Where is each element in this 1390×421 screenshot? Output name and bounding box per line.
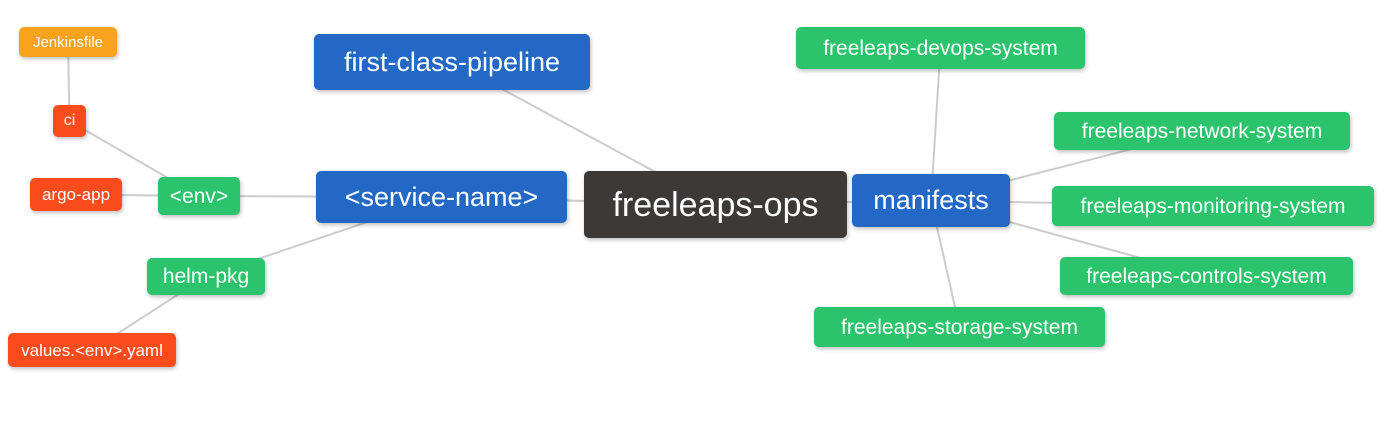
node-label-controls-system: freeleaps-controls-system: [1086, 264, 1327, 288]
node-label-monitoring-system: freeleaps-monitoring-system: [1080, 194, 1346, 218]
node-label-ci: ci: [63, 112, 76, 129]
node-freeleaps-ops[interactable]: freeleaps-ops: [584, 171, 847, 238]
node-argo-app[interactable]: argo-app: [30, 178, 122, 211]
node-label-service-name: <service-name>: [344, 181, 539, 212]
node-first-class-pipeline[interactable]: first-class-pipeline: [314, 34, 590, 90]
node-env[interactable]: <env>: [158, 177, 240, 215]
node-devops-system[interactable]: freeleaps-devops-system: [796, 27, 1085, 69]
node-jenkinsfile[interactable]: Jenkinsfile: [19, 27, 117, 57]
node-label-helm-pkg: helm-pkg: [162, 265, 250, 288]
node-label-argo-app: argo-app: [41, 185, 111, 204]
node-label-storage-system: freeleaps-storage-system: [841, 315, 1078, 339]
node-manifests[interactable]: manifests: [852, 174, 1010, 227]
node-label-freeleaps-ops: freeleaps-ops: [612, 185, 819, 224]
node-network-system[interactable]: freeleaps-network-system: [1054, 112, 1350, 150]
node-label-values-yaml: values.<env>.yaml: [21, 340, 163, 360]
node-label-network-system: freeleaps-network-system: [1081, 119, 1323, 143]
node-label-manifests: manifests: [873, 185, 989, 215]
node-service-name[interactable]: <service-name>: [316, 171, 567, 223]
node-label-first-class-pipeline: first-class-pipeline: [343, 46, 561, 77]
node-ci[interactable]: ci: [53, 105, 86, 137]
node-label-env: <env>: [169, 184, 229, 208]
node-controls-system[interactable]: freeleaps-controls-system: [1060, 257, 1353, 295]
node-label-devops-system: freeleaps-devops-system: [823, 36, 1058, 60]
node-values-yaml[interactable]: values.<env>.yaml: [8, 333, 176, 367]
node-storage-system[interactable]: freeleaps-storage-system: [814, 307, 1105, 347]
node-monitoring-system[interactable]: freeleaps-monitoring-system: [1052, 186, 1374, 226]
node-label-jenkinsfile: Jenkinsfile: [32, 33, 104, 51]
node-helm-pkg[interactable]: helm-pkg: [147, 258, 265, 295]
